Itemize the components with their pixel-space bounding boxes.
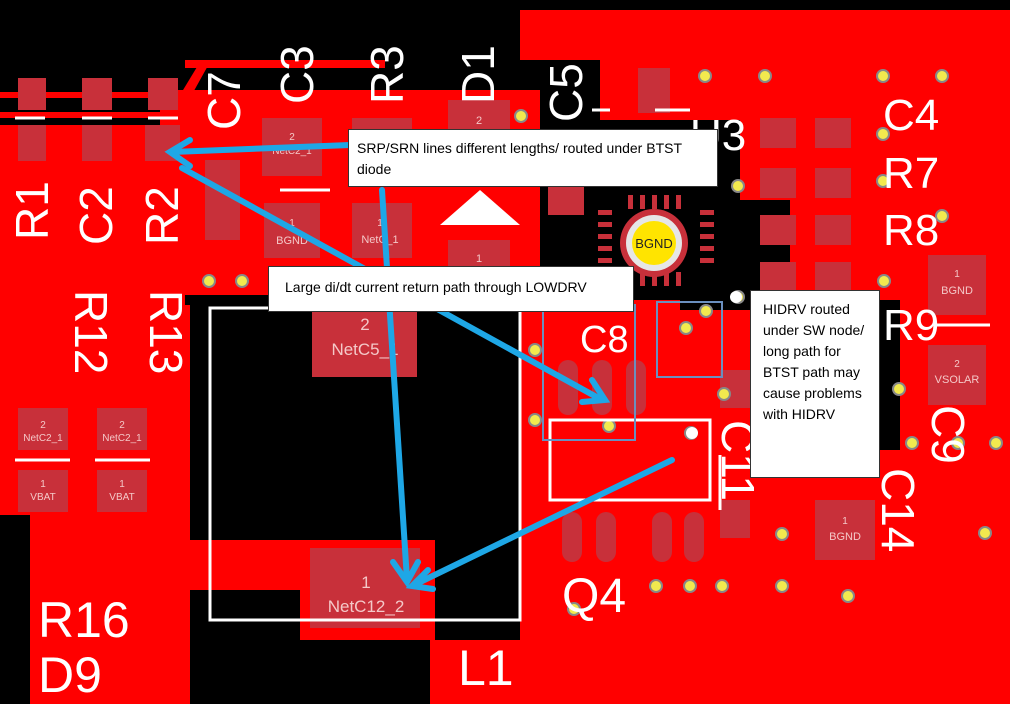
r12-pad-num: 2	[40, 420, 46, 431]
vsolar-net: VSOLAR	[935, 374, 980, 386]
vbat-a-net: VBAT	[30, 492, 55, 503]
label-r13: R13	[140, 290, 192, 374]
label-d9: D9	[38, 647, 102, 703]
label-r1: R1	[6, 181, 58, 240]
label-c8: C8	[580, 319, 629, 361]
netc5-num: 2	[360, 315, 369, 334]
annotation-hidrv: HIDRV routed under SW node/ long path fo…	[750, 290, 880, 478]
d1-pad1-num: 1	[476, 253, 482, 265]
pad-bgnd-net: BGND	[276, 235, 308, 247]
bgnd-lower-net: BGND	[829, 531, 861, 543]
r13-pad-num: 2	[119, 420, 125, 431]
pad-labels: 2 NetC2_1 1 BGND 1 NetC_1 2 1 2 NetC5_1 …	[23, 115, 979, 616]
label-d1: D1	[452, 45, 504, 104]
r12-pad-net: NetC2_1	[23, 433, 63, 444]
d1-pad2-num: 2	[476, 115, 482, 127]
pad-netc2-1-num: 2	[289, 132, 295, 143]
label-q4: Q4	[562, 570, 626, 623]
vbat-a-num: 1	[40, 479, 46, 490]
label-r16: R16	[38, 592, 130, 648]
label-r7: R7	[883, 149, 939, 198]
bgnd-right-num: 1	[954, 269, 960, 280]
annotation-lowdrv-text: Large di/dt current return path through …	[285, 279, 587, 295]
q4-pads	[558, 360, 750, 562]
label-r12: R12	[65, 290, 117, 374]
annotation-hidrv-text: HIDRV routed under SW node/ long path fo…	[763, 301, 865, 422]
netc5-net: NetC5_1	[331, 340, 398, 359]
designators: R1 C2 R2 C7 C3 R3 D1 C5 U3 C4 R7 R8 R9 C…	[6, 45, 974, 703]
label-r2: R2	[136, 186, 188, 245]
bgnd-via-label: BGND	[635, 236, 673, 251]
label-r8: R8	[883, 206, 939, 255]
label-r3: R3	[361, 45, 413, 104]
label-c3: C3	[271, 45, 323, 104]
vsolar-num: 2	[954, 359, 960, 370]
vias	[202, 69, 1003, 616]
label-c4: C4	[883, 91, 939, 140]
r13-pad-net: NetC2_1	[102, 433, 142, 444]
netc12-net: NetC12_2	[328, 597, 405, 616]
netc12-num: 1	[361, 573, 370, 592]
label-r9: R9	[883, 301, 939, 350]
pad-netc-num: 1	[377, 218, 383, 229]
pad-netc-net: NetC_1	[361, 234, 398, 246]
bgnd-thermal-via: BGND	[626, 215, 682, 271]
label-l1: L1	[458, 640, 514, 696]
label-c9: C9	[922, 405, 974, 464]
pad-netc2-1-net: NetC2_1	[272, 146, 312, 157]
label-c7: C7	[198, 71, 250, 130]
vbat-b-net: VBAT	[109, 492, 134, 503]
bgnd-lower-num: 1	[842, 516, 848, 527]
label-c2: C2	[70, 186, 122, 245]
label-c14: C14	[872, 468, 924, 552]
annotation-lowdrv: Large di/dt current return path through …	[268, 266, 634, 312]
bgnd-right-net: BGND	[941, 285, 973, 297]
annotation-srp-srn: SRP/SRN lines different lengths/ routed …	[348, 129, 718, 187]
label-c5: C5	[540, 63, 592, 122]
pad-bgnd-num: 1	[289, 218, 295, 229]
annotation-srp-srn-text: SRP/SRN lines different lengths/ routed …	[357, 140, 682, 177]
vbat-b-num: 1	[119, 479, 125, 490]
